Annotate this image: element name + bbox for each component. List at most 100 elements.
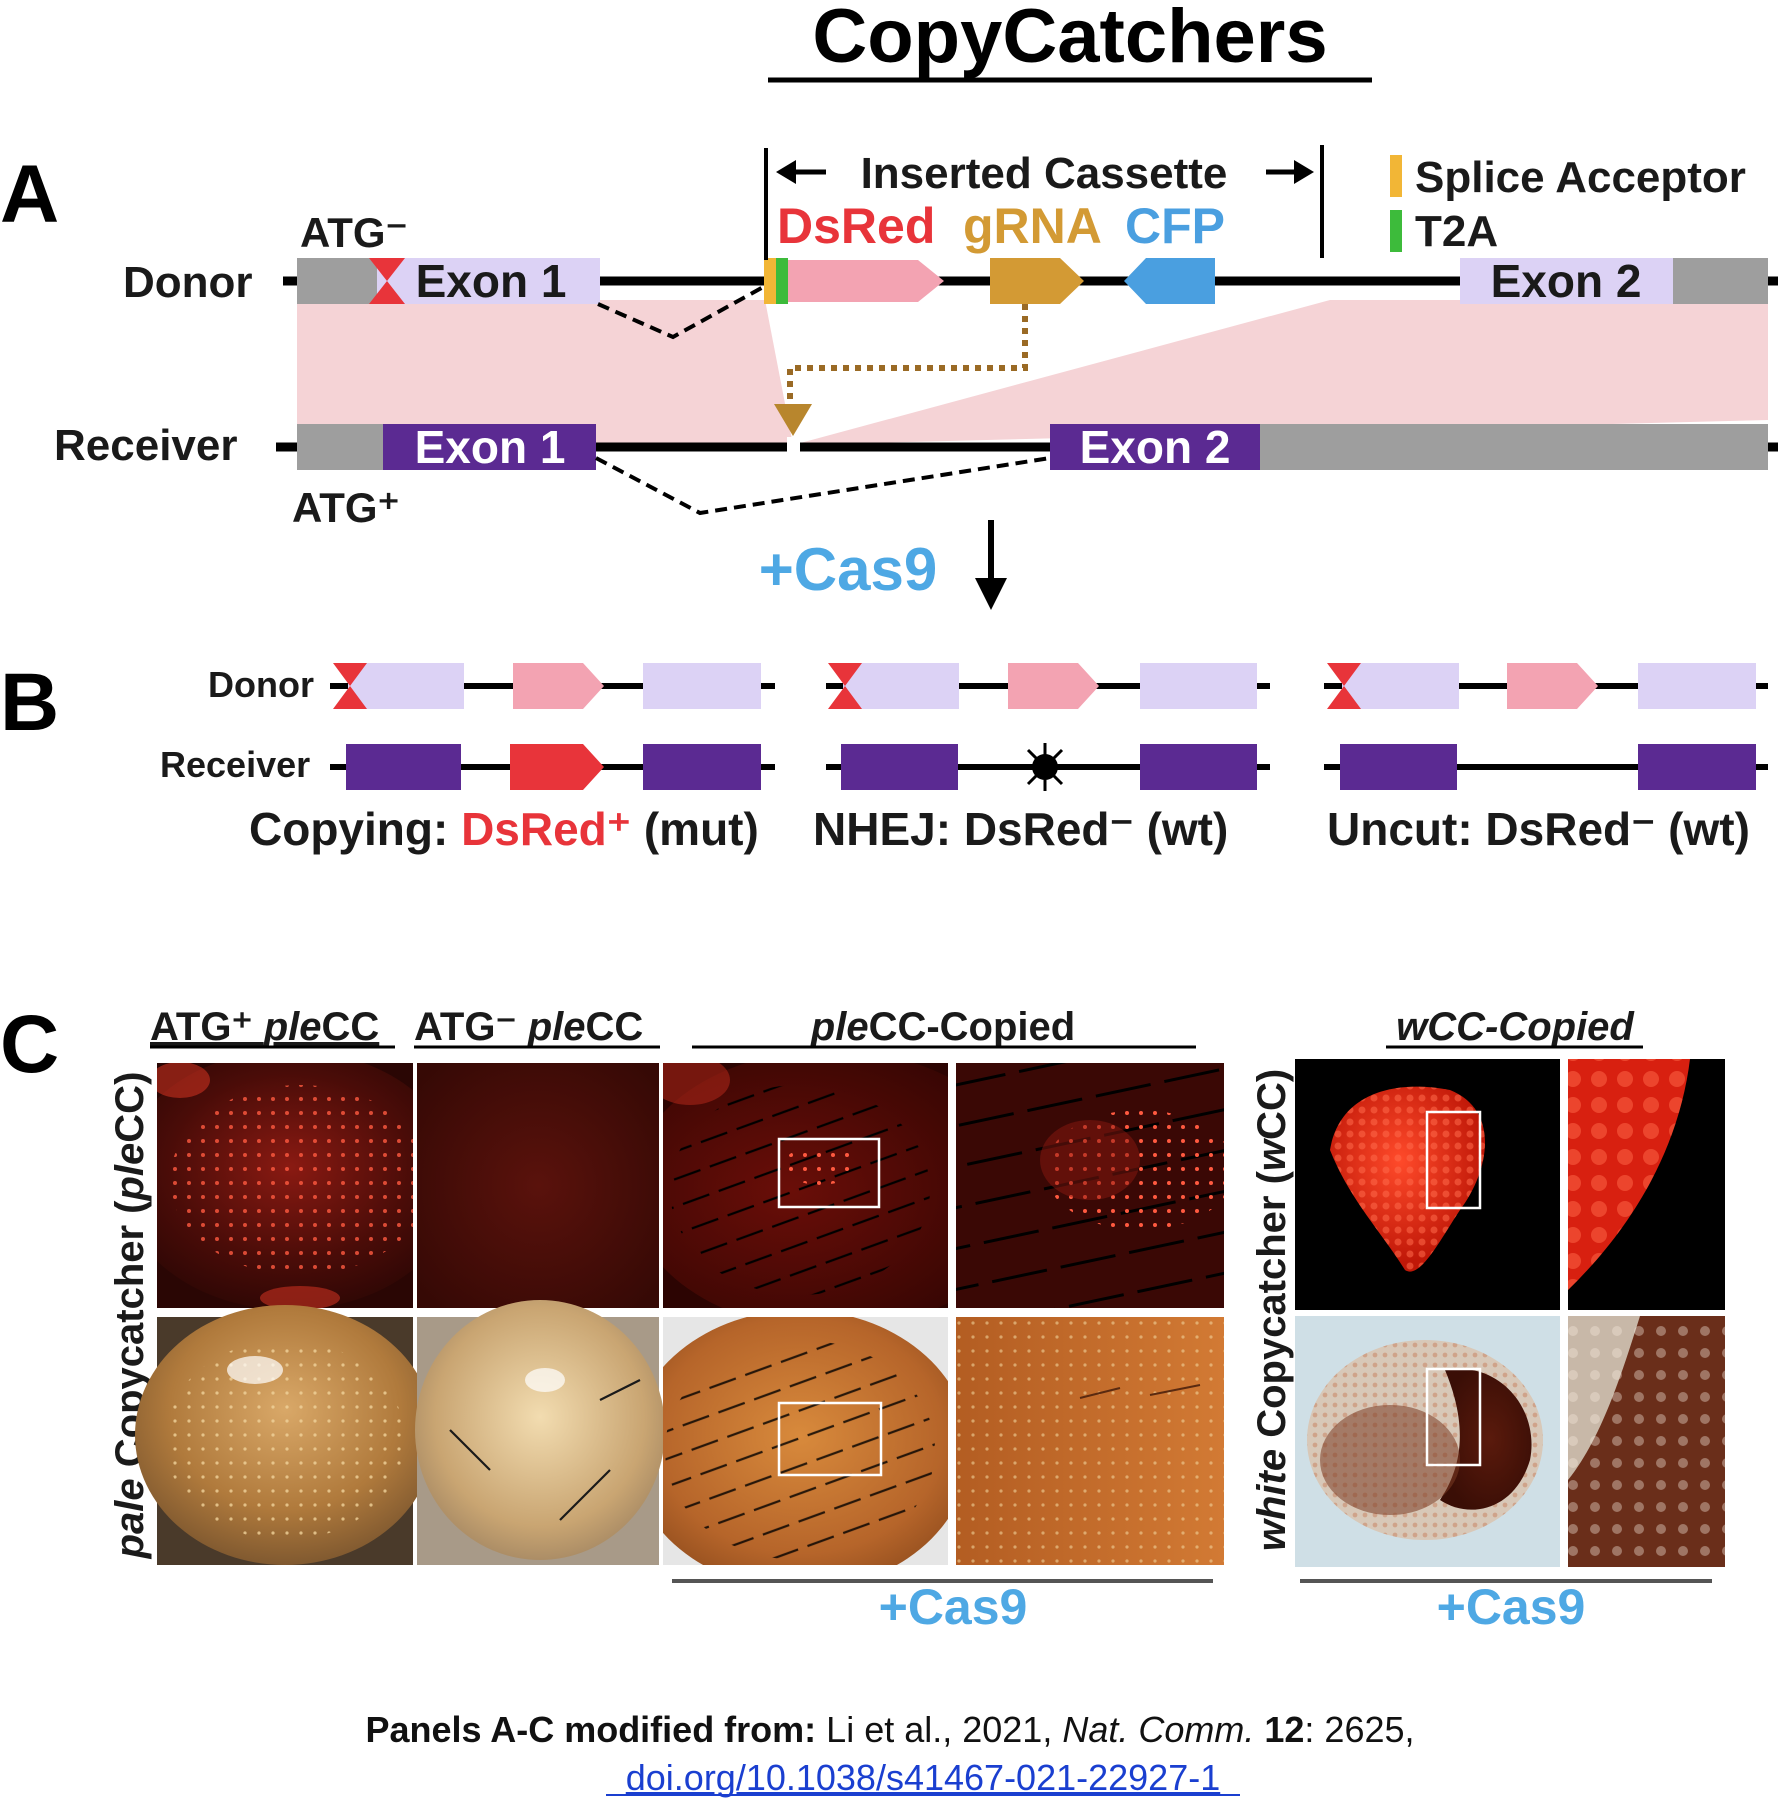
b3-donor-atg-minus	[1327, 663, 1361, 709]
cas9-label-w: +Cas9	[1437, 1579, 1586, 1635]
photo-ple-copied-brightfield	[663, 1317, 948, 1565]
b-receiver-label: Receiver	[160, 744, 310, 785]
dsred-arrow	[788, 260, 944, 302]
cas9-label-ple: +Cas9	[879, 1579, 1028, 1635]
b1-receiver-exon1	[346, 744, 461, 790]
dsred-label: DsRed	[777, 198, 935, 254]
atg-minus-label: ATG⁻	[300, 209, 408, 256]
zoom-box-ple-bright	[777, 1401, 883, 1477]
col-atg-minus-atg: ATG⁻	[414, 1005, 528, 1049]
photo-atg-plus-brightfield	[135, 1305, 435, 1565]
receiver-exon1-label: Exon 1	[415, 421, 566, 473]
side-pale-gene2: ple	[108, 1143, 152, 1202]
b2-donor-dsred	[1008, 663, 1099, 709]
outcome-copying-marker: DsRed⁺	[461, 803, 631, 855]
photo-atg-minus-fluorescence	[417, 1063, 659, 1308]
b1-receiver-exon2	[643, 744, 761, 790]
b2-donor-exon1	[843, 663, 959, 709]
b1-donor-dsred	[513, 663, 604, 709]
cfp-arrow	[1124, 258, 1215, 304]
col-ple-copied-rest: CC-Copied	[869, 1005, 1076, 1049]
b1-donor-exon1	[348, 663, 464, 709]
outcome-nhej-diagram	[826, 663, 1270, 791]
legend-splice-swatch	[1390, 155, 1402, 197]
citation-doi-link[interactable]: doi.org/10.1038/s41467-021-22927-1	[626, 1757, 1220, 1798]
figure-title: CopyCatchers	[812, 0, 1327, 79]
splice-acceptor-block	[764, 258, 776, 304]
outcome-uncut-marker: DsRed⁻	[1485, 803, 1655, 855]
col-atg-minus-header: ATG⁻ pleCC	[414, 1005, 643, 1049]
cfp-label: CFP	[1125, 198, 1225, 254]
donor-gray-left	[297, 258, 377, 304]
col-atg-minus-cc: CC	[586, 1005, 644, 1049]
citation-authors: Li et al., 2021,	[816, 1709, 1062, 1750]
b3-donor-exon2	[1638, 663, 1756, 709]
col-atg-plus-gene: ple	[263, 1005, 322, 1049]
outcome-copying-suffix: (mut)	[631, 803, 759, 855]
b3-receiver-exon1	[1340, 744, 1457, 790]
grna-arrow	[990, 258, 1084, 304]
zoom-box-w-bright	[1425, 1367, 1482, 1467]
grna-target-path	[787, 304, 1028, 408]
receiver-exon2-label: Exon 2	[1080, 421, 1231, 473]
receiver-exon2	[1050, 424, 1260, 470]
col-w-copied-header: wCC-Copied	[1396, 1005, 1635, 1049]
outcome-uncut-prefix: Uncut:	[1327, 803, 1485, 855]
cassette-arrowhead-right	[1294, 160, 1314, 184]
homology-band-right	[793, 300, 1768, 445]
donor-gray-right	[1673, 258, 1768, 304]
side-pale-end: CC)	[108, 1072, 152, 1143]
photo-atg-plus-fluorescence	[157, 1063, 413, 1308]
donor-exon2-label: Exon 2	[1491, 255, 1642, 307]
panel-a-letter: A	[0, 149, 59, 240]
outcome-uncut-suffix: (wt)	[1655, 803, 1750, 855]
outcome-nhej-caption: NHEJ: DsRed⁻ (wt)	[813, 803, 1228, 855]
receiver-cut-gap	[787, 437, 800, 459]
b3-donor-dsred	[1507, 663, 1598, 709]
photo-atg-minus-brightfield	[415, 1300, 665, 1565]
outcome-copying-diagram	[330, 663, 775, 790]
cas9-label-a: +Cas9	[759, 536, 937, 603]
b2-receiver-exon2	[1140, 744, 1257, 790]
col-atg-plus-cc: CC	[322, 1005, 380, 1049]
donor-label: Donor	[123, 258, 253, 307]
citation-volume: 12	[1254, 1709, 1304, 1750]
receiver-gray-left	[297, 424, 383, 470]
zoom-box-ple-fluor	[777, 1137, 881, 1209]
legend-t2a-swatch	[1390, 210, 1402, 252]
b1-donor-atg-minus	[333, 663, 367, 709]
outcome-copying-caption: Copying: DsRed⁺ (mut)	[249, 803, 759, 855]
side-pale-gene: pale	[108, 1478, 152, 1559]
photo-w-copied-brightfield	[1295, 1316, 1560, 1567]
grna-label: gRNA	[963, 198, 1102, 254]
t2a-block	[776, 258, 788, 304]
cassette-label: Inserted Cassette	[861, 149, 1228, 198]
citation-bold: Panels A-C modified from:	[365, 1709, 816, 1750]
receiver-gray-right	[1260, 424, 1768, 470]
legend-t2a-label: T2A	[1415, 207, 1498, 256]
side-white-text: Copycatcher (	[1250, 1170, 1294, 1449]
cas9-down-arrowhead	[975, 578, 1007, 610]
donor-exon1	[377, 258, 600, 304]
photo-ple-copied-fluorescence-zoom	[956, 1063, 1224, 1308]
cut-site-arrowhead	[774, 404, 812, 436]
col-atg-plus-atg: ATG⁺	[150, 1005, 264, 1049]
receiver-exon1	[383, 424, 596, 470]
panel-b-letter: B	[0, 657, 59, 748]
side-white-gene: white	[1250, 1449, 1294, 1551]
photo-w-copied-brightfield-zoom	[1568, 1316, 1725, 1567]
outcome-uncut-caption: Uncut: DsRed⁻ (wt)	[1327, 803, 1750, 855]
photo-w-copied-fluorescence	[1295, 1059, 1560, 1310]
outcome-nhej-suffix: (wt)	[1134, 803, 1229, 855]
photo-w-copied-fluorescence-zoom	[1568, 1059, 1725, 1310]
legend-splice-label: Splice Acceptor	[1415, 153, 1746, 202]
donor-exon1-label: Exon 1	[416, 255, 567, 307]
outcome-uncut-diagram	[1324, 663, 1768, 790]
outcome-nhej-marker: DsRed⁻	[964, 803, 1134, 855]
b-donor-label: Donor	[208, 664, 314, 705]
outcome-copying-prefix: Copying:	[249, 803, 461, 855]
atg-plus-label: ATG⁺	[292, 484, 400, 531]
panel-c-letter: C	[0, 999, 59, 1090]
b3-donor-exon1	[1342, 663, 1459, 709]
photo-ple-copied-brightfield-zoom	[956, 1317, 1224, 1565]
